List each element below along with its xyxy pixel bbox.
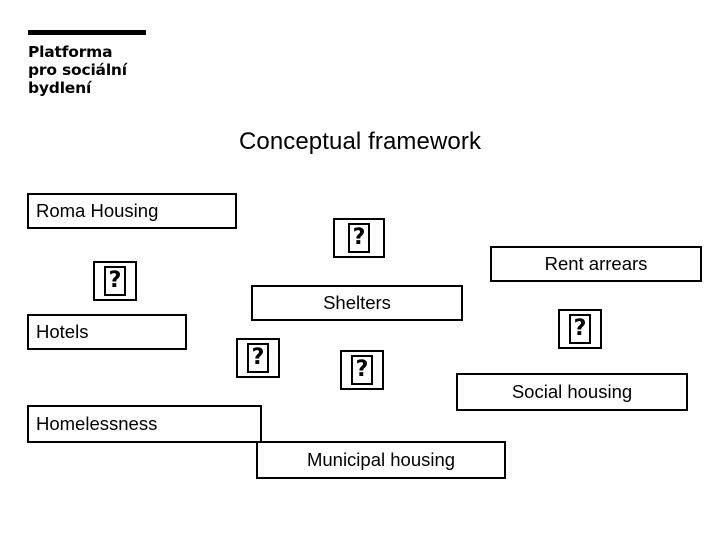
- node-label: Rent arrears: [544, 253, 648, 274]
- node-label: Hotels: [36, 321, 89, 342]
- logo-line-1: Platforma: [28, 43, 113, 61]
- node-municipal-housing[interactable]: Municipal housing: [256, 441, 506, 479]
- node-label: Shelters: [323, 292, 391, 313]
- node-social-housing[interactable]: Social housing: [456, 373, 688, 411]
- missing-glyph-box-2[interactable]: ?: [93, 261, 137, 301]
- logo-text: Platforma pro sociální bydlení: [28, 43, 178, 97]
- node-hotels[interactable]: Hotels: [27, 314, 187, 350]
- question-mark-icon: ?: [569, 314, 591, 344]
- logo: Platforma pro sociální bydlení: [28, 30, 178, 97]
- node-roma-housing[interactable]: Roma Housing: [27, 193, 237, 229]
- page-title: Conceptual framework: [238, 128, 482, 155]
- node-label: Roma Housing: [36, 200, 159, 221]
- question-mark-icon: ?: [351, 355, 373, 385]
- node-label: Homelessness: [36, 413, 158, 434]
- question-mark-icon: ?: [348, 223, 370, 253]
- logo-bar: [28, 30, 146, 35]
- question-mark-icon: ?: [247, 343, 269, 373]
- missing-glyph-box-1[interactable]: ?: [333, 218, 385, 258]
- node-rent-arrears[interactable]: Rent arrears: [490, 246, 702, 282]
- question-mark-icon: ?: [104, 266, 126, 296]
- node-shelters[interactable]: Shelters: [251, 285, 463, 321]
- node-homelessness[interactable]: Homelessness: [27, 405, 262, 443]
- logo-line-2: pro sociální: [28, 61, 127, 79]
- logo-line-3: bydlení: [28, 79, 92, 97]
- node-label: Municipal housing: [306, 449, 456, 470]
- node-label: Social housing: [511, 381, 633, 402]
- missing-glyph-box-3[interactable]: ?: [558, 309, 602, 349]
- missing-glyph-box-4[interactable]: ?: [236, 338, 280, 378]
- missing-glyph-box-5[interactable]: ?: [340, 350, 384, 390]
